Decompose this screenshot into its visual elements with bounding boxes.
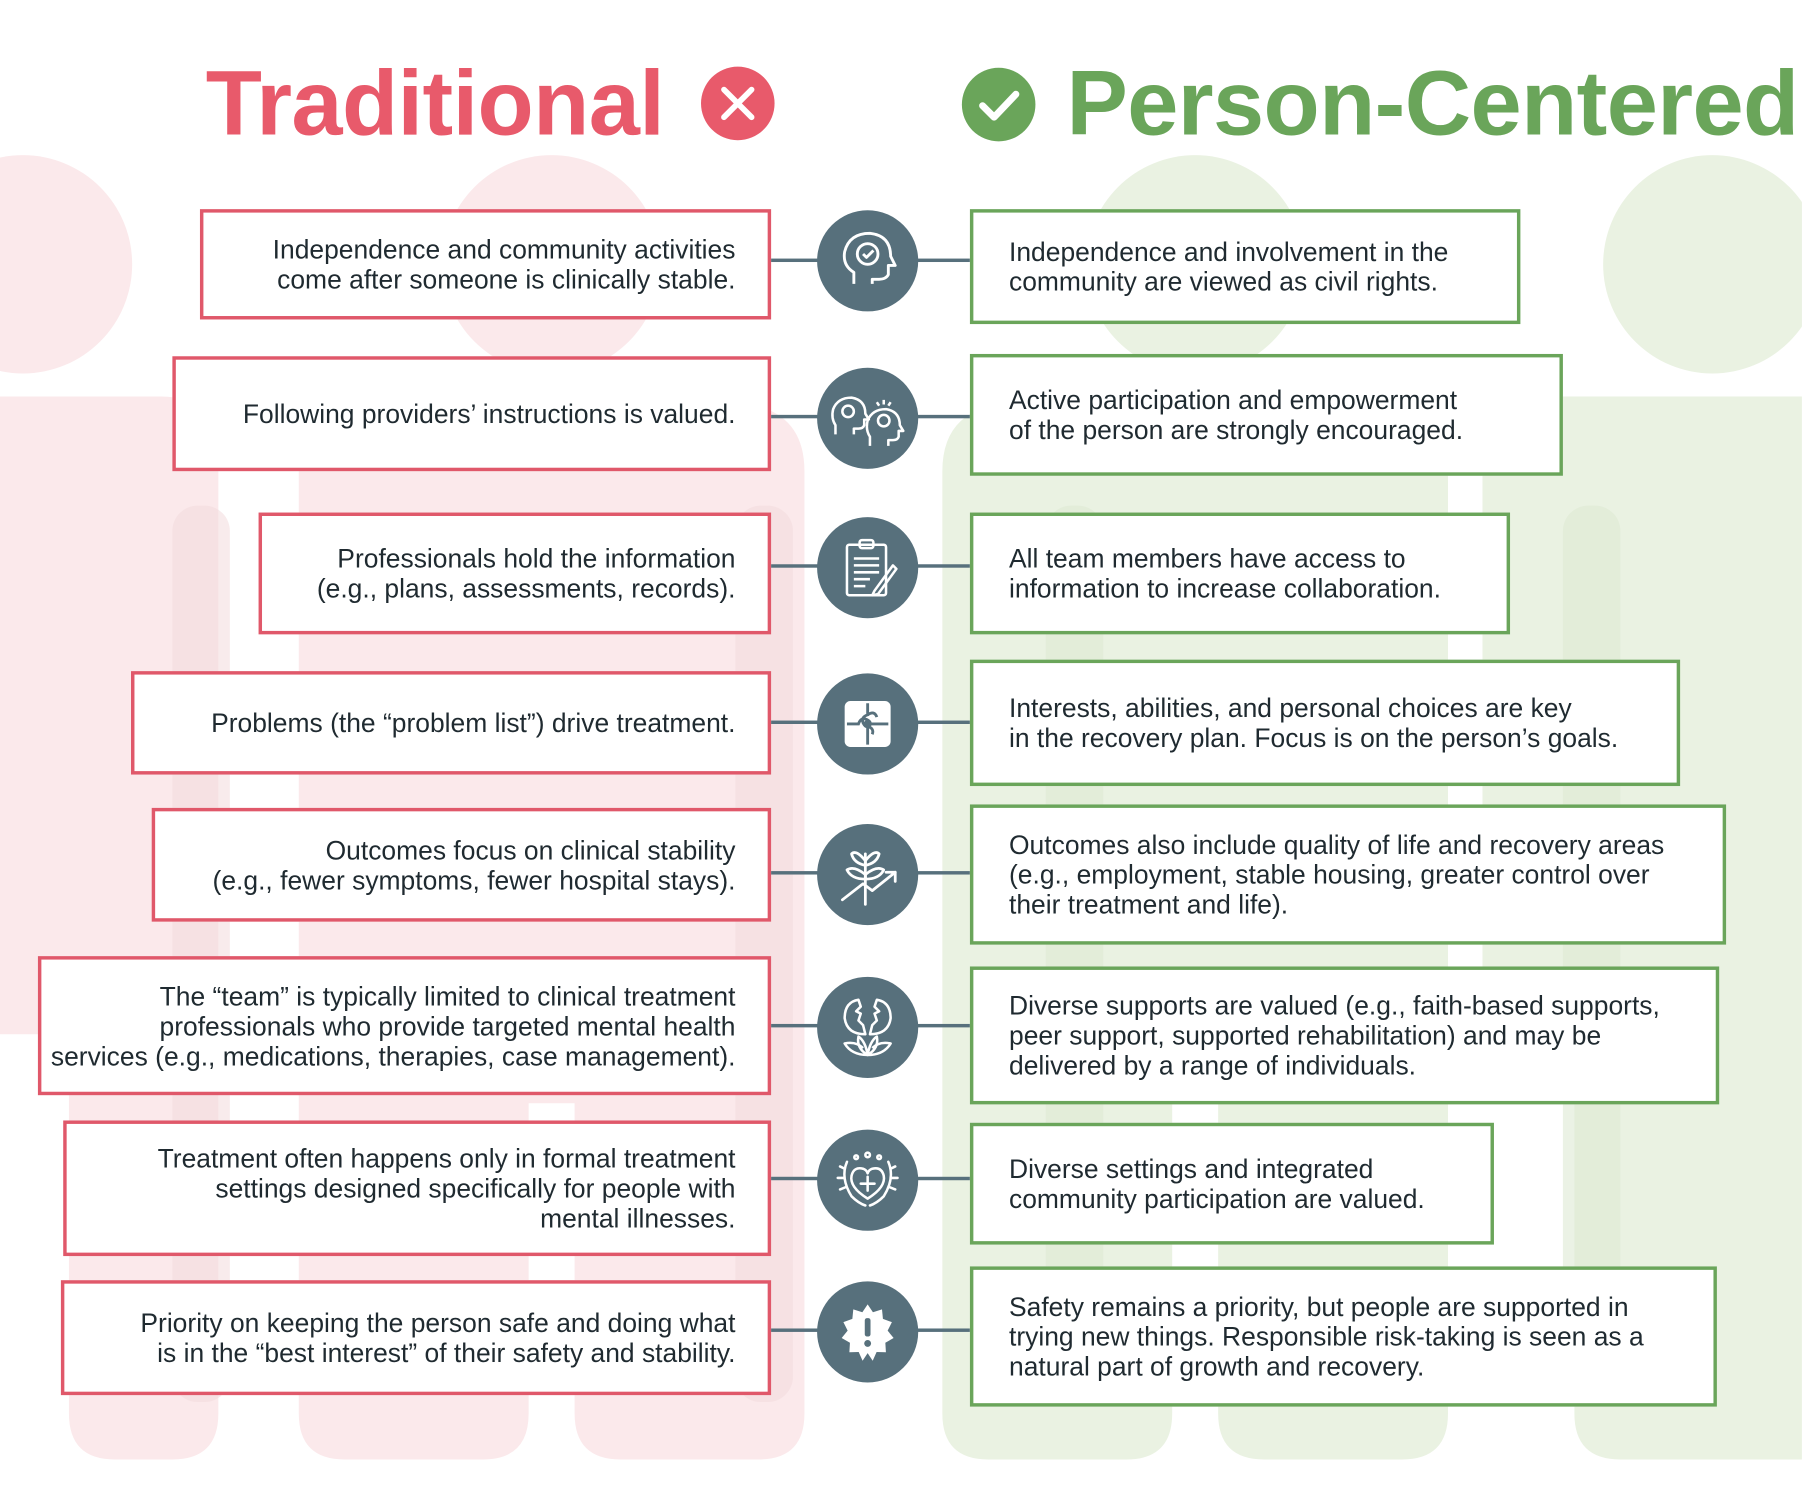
alert-badge-icon [817,1281,919,1383]
statement-line: Independence and involvement in the [1008,236,1449,267]
statement-line: All team members have access to [1008,543,1406,574]
statement-line: mental illnesses. [540,1203,736,1234]
person-centered-title: Person-Centered [1066,51,1799,154]
person-centered-statement-2: Active participation and empowerment of … [969,353,1563,476]
statement-line: Interests, abilities, and personal choic… [1008,692,1572,723]
statement-line: Independence and community activities [272,234,736,265]
person-centered-statement-8: Safety remains a priority, but people ar… [969,1266,1717,1407]
statement-line: The “team” is typically limited to clini… [159,980,736,1011]
statement-line: Safety remains a priority, but people ar… [1008,1291,1629,1322]
statement-line: professionals who provide targeted menta… [159,1010,736,1041]
two-heads-gears-icon [817,367,919,469]
statement-line: Diverse supports are valued (e.g., faith… [1008,990,1660,1021]
person-centered-statement-7: Diverse settings and integrated communit… [969,1122,1494,1245]
traditional-statement-6: The “team” is typically limited to clini… [37,956,772,1096]
statement-line: (e.g., employment, stable housing, great… [1008,859,1650,890]
person-centered-statement-3: All team members have access to informat… [969,512,1511,635]
statement-line: peer support, supported rehabilitation) … [1008,1020,1602,1051]
statement-line: come after someone is clinically stable. [277,264,736,295]
statement-line: Outcomes also include quality of life an… [1008,829,1665,860]
statement-line: Following providers’ instructions is val… [242,398,736,429]
statement-line: in the recovery plan. Focus is on the pe… [1008,722,1619,753]
statement-line: services (e.g., medications, therapies, … [50,1040,736,1071]
traditional-title: Traditional [205,51,665,154]
faces-lotus-icon [817,976,919,1078]
growth-plant-icon [817,823,919,926]
statement-line: Outcomes focus on clinical stability [325,834,736,865]
statement-line: their treatment and life). [1008,889,1289,920]
traditional-statement-8: Priority on keeping the person safe and … [60,1280,772,1396]
statement-line: (e.g., fewer symptoms, fewer hospital st… [212,864,736,895]
traditional-statement-4: Problems (the “problem list”) drive trea… [131,671,772,775]
person-centered-statement-5: Outcomes also include quality of life an… [969,804,1727,945]
person-centered-statement-4: Interests, abilities, and personal choic… [969,659,1681,787]
statement-line: Active participation and empowerment [1008,384,1458,415]
statement-line: settings designed specifically for peopl… [215,1173,736,1204]
statement-line: Problems (the “problem list”) drive trea… [211,707,736,738]
statement-line: community participation are valued. [1008,1183,1425,1214]
x-circle-icon [701,66,775,141]
statement-line: Professionals hold the information [337,543,736,574]
statement-line: Priority on keeping the person safe and … [140,1307,736,1338]
head-check-icon [817,210,919,312]
traditional-statement-7: Treatment often happens only in formal t… [63,1120,772,1257]
person-centered-statement-1: Independence and involvement in the comm… [969,209,1521,325]
puzzle-icon [817,673,919,775]
traditional-statement-1: Independence and community activities co… [199,209,772,320]
person-centered-statement-6: Diverse supports are valued (e.g., faith… [969,966,1720,1105]
statement-line: delivered by a range of individuals. [1008,1050,1417,1081]
statement-line: information to increase collaboration. [1008,573,1441,604]
traditional-statement-3: Professionals hold the information (e.g.… [258,512,772,635]
traditional-statement-2: Following providers’ instructions is val… [172,356,772,472]
statement-line: is in the “best interest” of their safet… [157,1337,736,1368]
statement-line: of the person are strongly encouraged. [1008,414,1464,445]
statement-line: Diverse settings and integrated [1008,1153,1374,1184]
statement-line: (e.g., plans, assessments, records). [316,573,736,604]
statement-line: Treatment often happens only in formal t… [157,1143,736,1174]
statement-line: community are viewed as civil rights. [1008,266,1438,297]
statement-line: trying new things. Responsible risk-taki… [1008,1321,1644,1352]
statement-line: natural part of growth and recovery. [1008,1351,1425,1382]
check-circle-icon [961,67,1036,142]
traditional-statement-5: Outcomes focus on clinical stability (e.… [151,807,772,922]
clipboard-icon [817,517,919,619]
heart-wreath-icon [817,1129,919,1231]
